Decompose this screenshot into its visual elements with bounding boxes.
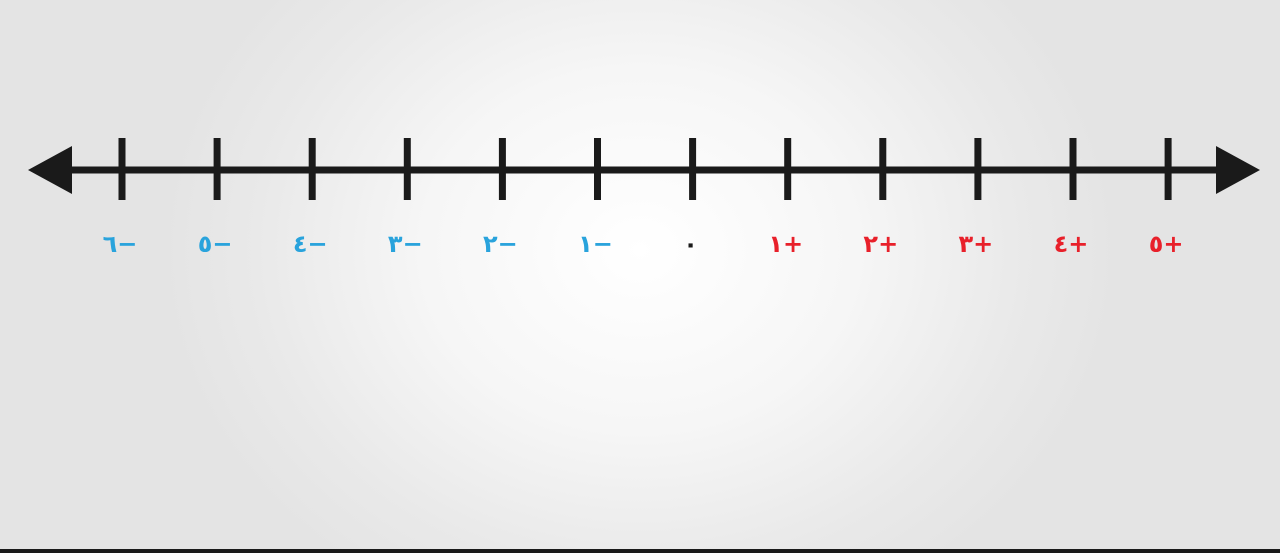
tick-label: ٦− [103, 230, 138, 258]
tick-label: ٥+ [1149, 230, 1184, 258]
tick-marks [118, 138, 1172, 200]
tick-label: ٢+ [863, 230, 898, 258]
right-arrow-icon [1216, 146, 1260, 194]
tick-label: ١+ [768, 230, 803, 258]
tick-label: ٣− [388, 230, 423, 258]
tick-label: ٢− [483, 230, 518, 258]
bottom-border [0, 549, 1280, 553]
tick-label: ١− [578, 230, 613, 258]
tick-labels: ٦− ٥− ٤− ٣− ٢− ١− ٠ ١+ ٢+ ٣+ ٤+ ٥+ [103, 230, 1184, 258]
left-arrow-icon [28, 146, 72, 194]
tick-label: ٠ [683, 230, 698, 258]
tick-label: ٤− [293, 230, 328, 258]
tick-label: ٥− [198, 230, 233, 258]
tick-label: ٣+ [959, 230, 994, 258]
tick-label: ٤+ [1054, 230, 1089, 258]
